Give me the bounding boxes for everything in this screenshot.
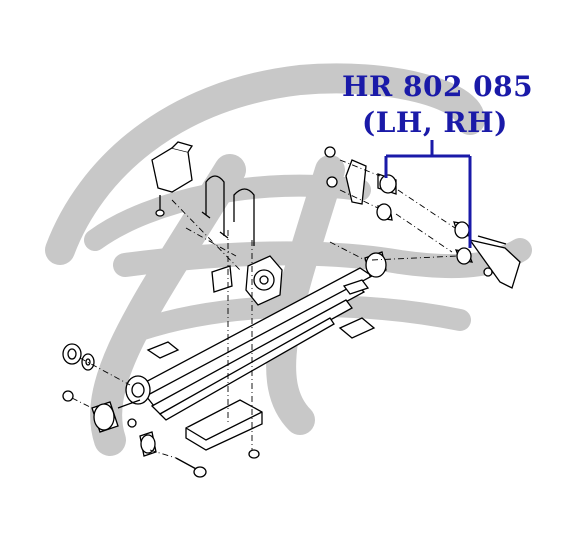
lower-spring-plate [185,399,263,459]
upper-mount-bracket [151,141,194,217]
spring-eye-front [125,375,151,405]
axle-bracket [211,255,283,306]
front-hardware [62,343,207,478]
spring-pads [146,279,376,359]
spring-eye-rear [364,251,387,278]
callout-leader [384,140,472,248]
assembly-centerlines [71,159,459,459]
part-number-label: HR 802 085 [342,70,534,103]
side-label: (LH, RH) [362,106,508,139]
u-bolts [201,175,255,246]
